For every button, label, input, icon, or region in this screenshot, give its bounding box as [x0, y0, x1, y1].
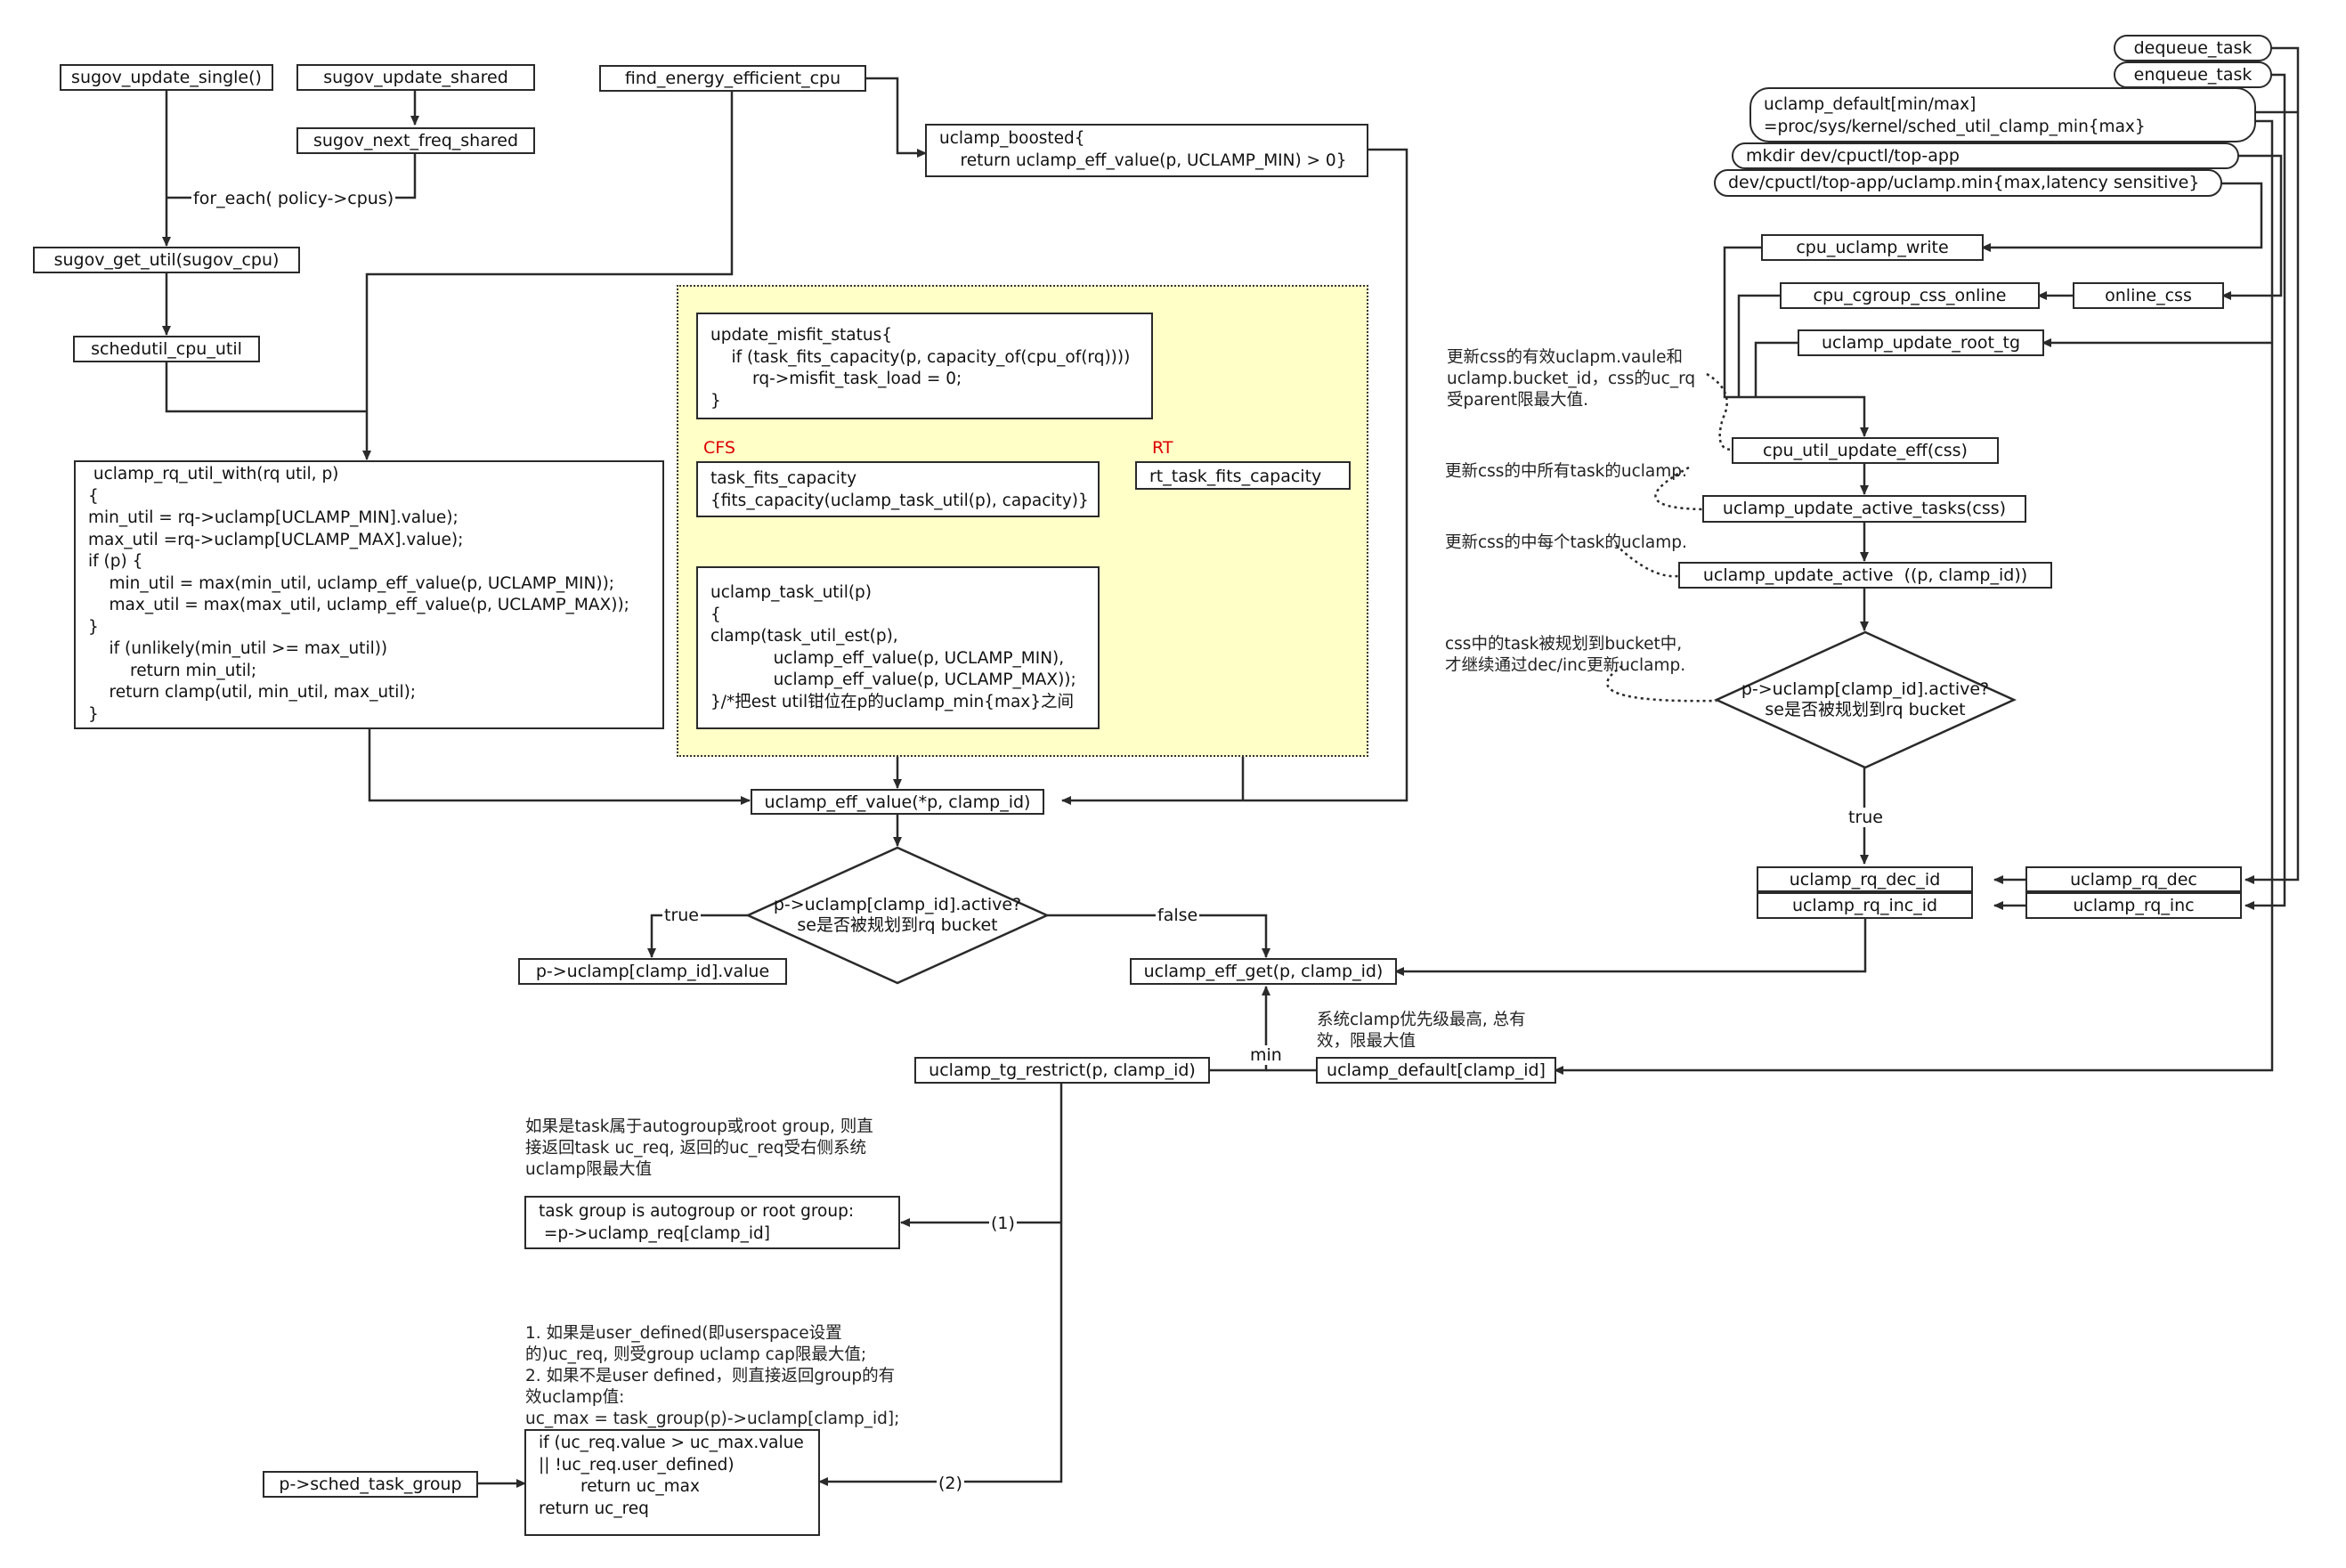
- autogroup-note: 如果是task属于autogroup或root group, 则直 接返回tas…: [525, 1117, 873, 1179]
- active-decision-right-text: p->uclamp[clamp_id].active? se是否被规划到rq b…: [1741, 679, 1990, 719]
- uclamp-rq-util-with-node[interactable]: uclamp_rq_util_with(rq util, p) { min_ut…: [74, 460, 664, 729]
- sugov-update-shared-node[interactable]: sugov_update_shared: [296, 64, 535, 91]
- true-label-left: true: [662, 906, 701, 925]
- uclamp-eff-get-node[interactable]: uclamp_eff_get(p, clamp_id): [1130, 958, 1397, 985]
- cfs-label: CFS: [703, 438, 735, 458]
- uclamp-rq-inc-id-node[interactable]: uclamp_rq_inc_id: [1757, 892, 1973, 919]
- enqueue-task-node[interactable]: enqueue_task: [2114, 61, 2272, 88]
- p-uclamp-value-node[interactable]: p->uclamp[clamp_id].value: [518, 958, 787, 985]
- mkdir-cpuctl-node[interactable]: mkdir dev/cpuctl/top-app: [1732, 142, 2239, 169]
- sugov-update-single-node[interactable]: sugov_update_single(): [60, 64, 273, 91]
- uclamp-default-clamp-node[interactable]: uclamp_default[clamp_id]: [1316, 1057, 1556, 1084]
- schedutil-cpu-util-node[interactable]: schedutil_cpu_util: [73, 336, 260, 362]
- uclamp-update-active-tasks-node[interactable]: uclamp_update_active_tasks(css): [1702, 495, 2026, 523]
- css-bucket-note: css中的task被规划到bucket中, 才继续通过dec/inc更新ucla…: [1445, 635, 1686, 675]
- uc-max-code-node[interactable]: if (uc_req.value > uc_max.value || !uc_r…: [524, 1429, 820, 1536]
- uclamp-boosted-node[interactable]: uclamp_boosted{ return uclamp_eff_value(…: [925, 124, 1368, 177]
- uclamp-update-active-node[interactable]: uclamp_update_active ((p, clamp_id)): [1678, 562, 2052, 589]
- devcpuctl-uclamp-min-node[interactable]: dev/cpuctl/top-app/uclamp.min{max,latenc…: [1714, 169, 2222, 197]
- system-clamp-note: 系统clamp优先级最高, 总有 效，限最大值: [1317, 1011, 1526, 1051]
- update-misfit-status-node[interactable]: update_misfit_status{ if (task_fits_capa…: [696, 313, 1153, 419]
- branch-one-label: (1): [989, 1214, 1017, 1233]
- uclamp-update-root-tg-node[interactable]: uclamp_update_root_tg: [1798, 329, 2044, 356]
- false-label-left: false: [1156, 906, 1200, 925]
- uclamp-tg-restrict-node[interactable]: uclamp_tg_restrict(p, clamp_id): [914, 1057, 1210, 1084]
- cpu-uclamp-write-node[interactable]: cpu_uclamp_write: [1761, 234, 1984, 261]
- branch-two-label: (2): [937, 1474, 964, 1493]
- for-each-label: for_each( policy->cpus): [191, 189, 396, 208]
- css-update-note: 更新css的有效uclapm.vaule和 uclamp.bucket_id，c…: [1447, 348, 1696, 410]
- min-label: min: [1248, 1045, 1284, 1065]
- uclamp-default-minmax-node[interactable]: uclamp_default[min/max] =proc/sys/kernel…: [1749, 87, 2256, 142]
- uclamp-eff-value-node[interactable]: uclamp_eff_value(*p, clamp_id): [751, 789, 1044, 815]
- uclamp-rq-dec-node[interactable]: uclamp_rq_dec: [2025, 866, 2242, 892]
- dequeue-task-node[interactable]: dequeue_task: [2114, 35, 2272, 61]
- online-css-node[interactable]: online_css: [2073, 282, 2224, 309]
- active-decision-left-text: p->uclamp[clamp_id].active? se是否被规划到rq b…: [773, 895, 1022, 935]
- task-group-autogroup-node[interactable]: task group is autogroup or root group: =…: [524, 1196, 900, 1249]
- uclamp-task-util-node[interactable]: uclamp_task_util(p) { clamp(task_util_es…: [696, 566, 1100, 729]
- user-defined-note: 1. 如果是user_defined(即userspace设置 的)uc_req…: [525, 1324, 900, 1428]
- css-each-task-note: 更新css的中每个task的uclamp.: [1445, 533, 1687, 552]
- sugov-next-freq-shared-node[interactable]: sugov_next_freq_shared: [296, 127, 535, 154]
- cpu-cgroup-css-online-node[interactable]: cpu_cgroup_css_online: [1780, 282, 2040, 309]
- decision-diamond-left: [744, 846, 1051, 985]
- p-sched-task-group-node[interactable]: p->sched_task_group: [263, 1471, 478, 1498]
- sugov-get-util-node[interactable]: sugov_get_util(sugov_cpu): [33, 247, 300, 273]
- cpu-util-update-eff-node[interactable]: cpu_util_update_eff(css): [1732, 437, 1999, 464]
- css-tasks-note: 更新css的中所有task的uclamp.: [1445, 462, 1687, 481]
- find-energy-efficient-cpu-node[interactable]: find_energy_efficient_cpu: [599, 65, 866, 92]
- task-fits-capacity-node[interactable]: task_fits_capacity {fits_capacity(uclamp…: [696, 461, 1100, 517]
- uclamp-rq-inc-node[interactable]: uclamp_rq_inc: [2025, 892, 2242, 919]
- rt-label: RT: [1152, 438, 1173, 458]
- uclamp-rq-dec-id-node[interactable]: uclamp_rq_dec_id: [1757, 866, 1973, 892]
- rt-task-fits-capacity-node[interactable]: rt_task_fits_capacity: [1135, 461, 1351, 490]
- true-label-right: true: [1847, 808, 1885, 827]
